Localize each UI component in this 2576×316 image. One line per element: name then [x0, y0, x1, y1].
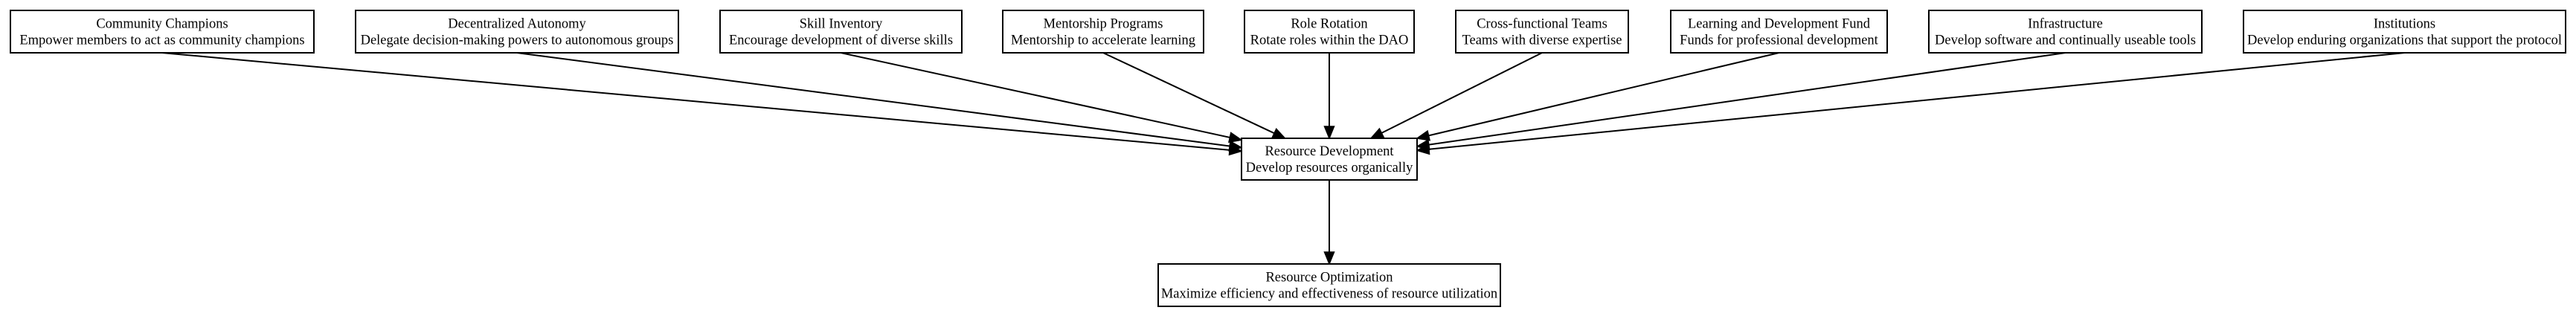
edge-line	[1428, 52, 2066, 146]
edge-cross-functional-teams-to-resource-development	[1369, 52, 1543, 139]
node-subtitle: Funds for professional development	[1680, 33, 1879, 48]
edge-line	[1381, 52, 1543, 134]
arrowhead	[1271, 127, 1287, 139]
arrowhead	[1369, 127, 1385, 139]
arrowhead	[1416, 144, 1430, 155]
edge-institutions-to-resource-development	[1416, 52, 2405, 155]
node-subtitle: Rotate roles within the DAO	[1250, 33, 1409, 48]
node-subtitle: Develop software and continually useable…	[1935, 33, 2196, 48]
arrowhead	[1228, 132, 1243, 144]
node-box	[1670, 10, 1888, 54]
edge-line	[516, 52, 1230, 147]
edge-line	[1428, 52, 1779, 137]
node-box	[2243, 10, 2566, 54]
edge-skill-inventory-to-resource-development	[841, 52, 1243, 144]
node-subtitle: Develop resources organically	[1246, 161, 1413, 175]
node-box	[10, 10, 315, 54]
edge-decentralized-autonomy-to-resource-development	[516, 52, 1243, 152]
edge-mentorship-programs-to-resource-development	[1102, 52, 1287, 139]
node-title: Resource Development	[1265, 144, 1394, 159]
edges-layer	[161, 52, 2405, 265]
node-subtitle: Delegate decision-making powers to auton…	[361, 33, 674, 48]
node-box	[355, 10, 679, 54]
node-title: Mentorship Programs	[1044, 17, 1163, 32]
node-subtitle: Teams with diverse expertise	[1462, 33, 1622, 48]
node-title: Skill Inventory	[800, 17, 883, 32]
node-box	[1455, 10, 1629, 54]
arrowhead	[1323, 251, 1335, 265]
edge-community-champions-to-resource-development	[161, 52, 1243, 156]
node-box	[1244, 10, 1415, 54]
edge-line	[841, 52, 1230, 138]
node-box	[1157, 263, 1501, 307]
node-box	[1241, 138, 1418, 181]
edge-line	[1428, 52, 2405, 150]
node-title: Resource Optimization	[1265, 271, 1393, 286]
edge-line	[1102, 52, 1275, 135]
node-title: Decentralized Autonomy	[448, 17, 586, 32]
node-box	[719, 10, 963, 54]
edge-learning-development-fund-to-resource-development	[1416, 52, 1779, 141]
node-subtitle: Maximize efficiency and effectiveness of…	[1161, 287, 1497, 302]
node-subtitle: Empower members to act as community cham…	[19, 33, 304, 48]
arrowhead	[1323, 126, 1335, 140]
node-title: Role Rotation	[1291, 17, 1367, 32]
node-title: Institutions	[2374, 17, 2435, 32]
node-subtitle: Develop enduring organizations that supp…	[2247, 33, 2562, 48]
edge-resource-development-to-resource-optimization	[1323, 180, 1335, 265]
node-title: Cross-functional Teams	[1477, 17, 1607, 32]
node-title: Infrastructure	[2028, 17, 2103, 32]
arrowhead	[1228, 140, 1243, 152]
node-title: Community Champions	[96, 17, 228, 32]
arrowhead	[1416, 129, 1431, 141]
node-box	[1002, 10, 1204, 54]
node-subtitle: Mentorship to accelerate learning	[1011, 33, 1195, 48]
node-box	[1928, 10, 2203, 54]
edge-role-rotation-to-resource-development	[1323, 53, 1335, 140]
node-title: Learning and Development Fund	[1688, 17, 1871, 32]
node-subtitle: Encourage development of diverse skills	[729, 33, 953, 48]
edge-line	[161, 52, 1230, 151]
